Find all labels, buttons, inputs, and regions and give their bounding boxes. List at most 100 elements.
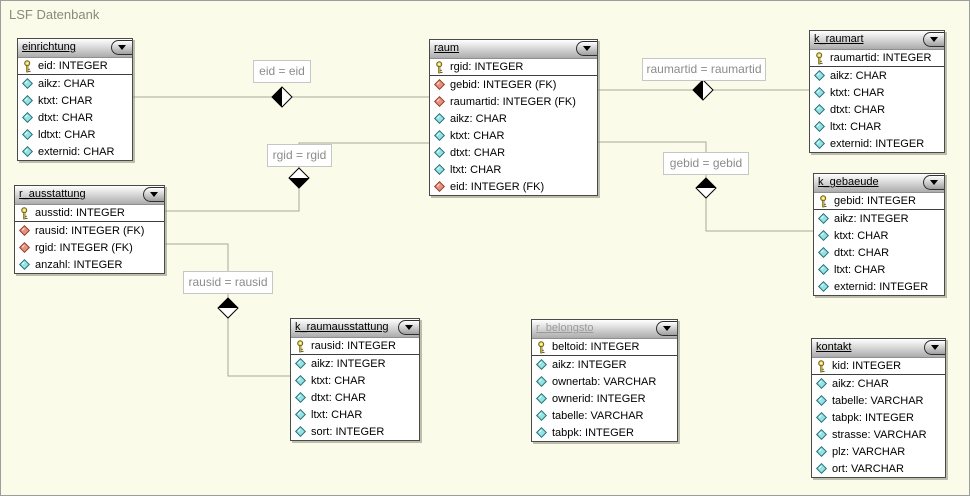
field-row[interactable]: ltxt: CHAR (810, 118, 944, 135)
field-row[interactable]: beltoid: INTEGER (532, 339, 677, 356)
field-row[interactable]: dtxt: CHAR (814, 244, 944, 261)
field-row[interactable]: aikz: CHAR (812, 375, 945, 392)
field-row[interactable]: raumartid: INTEGER (FK) (430, 93, 597, 110)
field-row[interactable]: kid: INTEGER (812, 358, 945, 375)
field-row[interactable]: ort: VARCHAR (812, 460, 945, 477)
attribute-diamond-icon (818, 264, 829, 275)
relationship-label: rausid = rausid (183, 271, 273, 294)
field-row[interactable]: ktxt: CHAR (814, 227, 944, 244)
attribute-diamond-icon (434, 130, 445, 141)
entity-header[interactable]: k_gebaeude (814, 174, 944, 193)
field-row[interactable]: gebid: INTEGER (814, 193, 944, 210)
entity-header[interactable]: k_raumausstattung (291, 319, 419, 338)
entity-title: k_gebaeude (818, 176, 879, 188)
entity-header[interactable]: kontakt (812, 339, 945, 358)
entity-k-raumart[interactable]: k_raumart raumartid: INTEGER aikz: CHAR kt… (809, 30, 945, 153)
attribute-diamond-icon (814, 70, 825, 81)
field-row[interactable]: externid: INTEGER (810, 135, 944, 152)
field-row[interactable]: eid: INTEGER (FK) (430, 178, 597, 195)
key-icon (21, 206, 28, 219)
field-row[interactable]: gebid: INTEGER (FK) (430, 76, 597, 93)
field-row[interactable]: ltxt: CHAR (291, 406, 419, 423)
attribute-diamond-icon (816, 446, 827, 457)
collapse-button[interactable] (923, 32, 944, 47)
field-row[interactable]: rgid: INTEGER (FK) (15, 239, 164, 256)
attribute-diamond-icon (816, 463, 827, 474)
field-row[interactable]: aikz: CHAR (18, 75, 132, 92)
field-row[interactable]: ownerid: INTEGER (532, 390, 677, 407)
field-row[interactable]: externid: CHAR (18, 143, 132, 160)
field-label: tabelle: VARCHAR (832, 394, 924, 407)
attribute-diamond-icon (818, 230, 829, 241)
field-row[interactable]: dtxt: CHAR (291, 389, 419, 406)
field-row[interactable]: ltxt: CHAR (814, 261, 944, 278)
entity-header[interactable]: k_raumart (810, 31, 944, 50)
field-row[interactable]: aikz: CHAR (810, 67, 944, 84)
field-label: raumartid: INTEGER (830, 52, 932, 64)
field-label: aikz: INTEGER (311, 357, 386, 370)
field-row[interactable]: strasse: VARCHAR (812, 426, 945, 443)
field-row[interactable]: ktxt: CHAR (18, 92, 132, 109)
field-row[interactable]: sort: INTEGER (291, 423, 419, 440)
entity-header[interactable]: r_belongsto (532, 320, 677, 339)
field-row[interactable]: ownertab: VARCHAR (532, 373, 677, 390)
field-row[interactable]: rausid: INTEGER (291, 338, 419, 355)
field-row[interactable]: aikz: INTEGER (291, 355, 419, 372)
collapse-button[interactable] (924, 340, 945, 355)
field-row[interactable]: dtxt: CHAR (18, 109, 132, 126)
field-label: ort: VARCHAR (832, 462, 904, 475)
fk-diamond-icon (19, 225, 30, 236)
field-row[interactable]: aikz: CHAR (430, 110, 597, 127)
field-row[interactable]: aikz: INTEGER (814, 210, 944, 227)
entity-title: k_raumausstattung (295, 321, 389, 333)
collapse-button[interactable] (143, 187, 164, 202)
field-label: ausstid: INTEGER (35, 207, 125, 219)
field-label: aikz: CHAR (830, 69, 887, 82)
field-row[interactable]: dtxt: CHAR (430, 144, 597, 161)
collapse-button[interactable] (398, 320, 419, 335)
field-row[interactable]: tabpk: INTEGER (812, 409, 945, 426)
collapse-button[interactable] (656, 321, 677, 336)
field-label: strasse: VARCHAR (832, 428, 927, 441)
field-row[interactable]: dtxt: CHAR (810, 101, 944, 118)
attribute-diamond-icon (818, 281, 829, 292)
field-row[interactable]: raumartid: INTEGER (810, 50, 944, 67)
fk-diamond-icon (19, 242, 30, 253)
field-row[interactable]: ldtxt: CHAR (18, 126, 132, 143)
field-label: dtxt: CHAR (834, 246, 890, 259)
field-row[interactable]: rausid: INTEGER (FK) (15, 222, 164, 239)
collapse-button[interactable] (576, 41, 597, 56)
entity-r-ausstattung[interactable]: r_ausstattung ausstid: INTEGER rausid: IN… (14, 185, 165, 274)
field-row[interactable]: tabpk: INTEGER (532, 424, 677, 441)
entity-header[interactable]: raum (430, 40, 597, 59)
field-row[interactable]: ktxt: CHAR (810, 84, 944, 101)
entity-header[interactable]: r_ausstattung (15, 186, 164, 205)
field-label: tabpk: INTEGER (832, 411, 914, 424)
field-row[interactable]: anzahl: INTEGER (15, 256, 164, 273)
field-row[interactable]: ktxt: CHAR (291, 372, 419, 389)
field-label: rgid: INTEGER (FK) (35, 241, 133, 254)
field-row[interactable]: externid: INTEGER (814, 278, 944, 295)
field-row[interactable]: ltxt: CHAR (430, 161, 597, 178)
field-row[interactable]: ktxt: CHAR (430, 127, 597, 144)
field-row[interactable]: tabelle: VARCHAR (532, 407, 677, 424)
entity-header[interactable]: einrichtung (18, 39, 132, 58)
field-row[interactable]: rgid: INTEGER (430, 59, 597, 76)
relationship-diamond-icon (692, 79, 714, 101)
field-row[interactable]: tabelle: VARCHAR (812, 392, 945, 409)
collapse-button[interactable] (111, 40, 132, 55)
field-label: plz: VARCHAR (832, 445, 906, 458)
diagram-title: LSF Datenbank (9, 7, 100, 22)
field-label: aikz: CHAR (450, 112, 507, 125)
field-row[interactable]: ausstid: INTEGER (15, 205, 164, 222)
field-row[interactable]: aikz: INTEGER (532, 356, 677, 373)
entity-k-raumausstattung[interactable]: k_raumausstattung rausid: INTEGER aikz: I… (290, 318, 420, 441)
field-row[interactable]: eid: INTEGER (18, 58, 132, 75)
field-row[interactable]: plz: VARCHAR (812, 443, 945, 460)
collapse-button[interactable] (923, 175, 944, 190)
